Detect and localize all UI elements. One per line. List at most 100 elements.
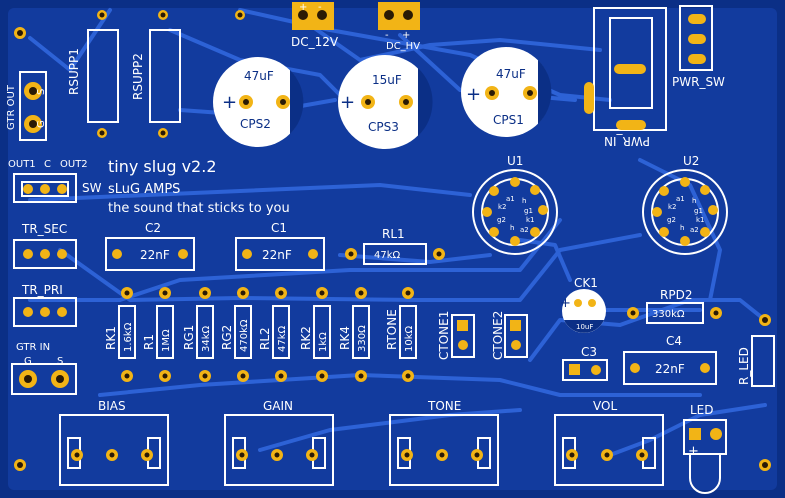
svg-text:TONE: TONE: [427, 399, 461, 413]
svg-text:RPD2: RPD2: [660, 288, 692, 302]
svg-text:RG1: RG1: [182, 325, 196, 350]
svg-text:+: +: [560, 296, 571, 311]
svg-text:+: +: [222, 92, 237, 113]
svg-text:22nF: 22nF: [262, 248, 292, 262]
svg-text:CPS3: CPS3: [368, 120, 399, 134]
svg-text:+: +: [688, 444, 699, 459]
rl1-resistor: RL1 47kΩ: [345, 227, 445, 265]
pots: BIAS GAIN TONE VOL: [59, 399, 664, 486]
copper-pour: [8, 8, 777, 490]
svg-text:GTR IN: GTR IN: [16, 342, 50, 353]
svg-text:GTR OUT: GTR OUT: [6, 84, 17, 130]
svg-text:k2: k2: [498, 203, 507, 211]
svg-text:+: +: [402, 30, 410, 41]
pot-gain: GAIN: [224, 399, 334, 486]
svg-text:PWR_SW: PWR_SW: [672, 75, 725, 89]
c3-capacitor: C3: [562, 345, 608, 381]
svg-text:SW: SW: [82, 181, 102, 195]
svg-text:h: h: [522, 197, 526, 205]
resistor-rk4: 330Ω RK4: [338, 287, 370, 382]
pot-bias: BIAS: [59, 399, 169, 486]
svg-text:RK1: RK1: [104, 326, 118, 350]
rsupp2: RSUPP2: [131, 29, 181, 123]
svg-text:47uF: 47uF: [244, 69, 274, 83]
svg-text:C2: C2: [145, 221, 161, 235]
cps1-capacitor: + 47uF CPS1: [461, 47, 552, 137]
dc-hv-connector: - + DC_HV: [378, 2, 420, 52]
svg-text:C4: C4: [666, 334, 682, 348]
svg-text:1MΩ: 1MΩ: [161, 329, 172, 352]
dc-12v-label: DC_12V: [291, 35, 339, 49]
c2-capacitor: C2 22nF: [105, 221, 195, 271]
svg-text:k1: k1: [696, 216, 705, 224]
resistor-rg2: 470kΩ RG2: [220, 287, 252, 382]
svg-text:+: +: [299, 2, 307, 13]
svg-text:+: +: [466, 84, 481, 105]
svg-text:1kΩ: 1kΩ: [318, 332, 329, 352]
svg-text:+: +: [340, 92, 355, 113]
svg-text:-: -: [318, 2, 322, 13]
svg-text:a2: a2: [520, 226, 529, 234]
svg-text:G: G: [36, 120, 47, 128]
pwr-sw-connector: PWR_SW: [672, 5, 725, 89]
svg-text:g2: g2: [497, 216, 506, 224]
svg-text:CK1: CK1: [574, 276, 598, 290]
svg-text:1.6kΩ: 1.6kΩ: [123, 322, 134, 352]
svg-text:S: S: [36, 89, 47, 95]
svg-text:34kΩ: 34kΩ: [201, 325, 212, 352]
svg-text:h: h: [510, 224, 514, 232]
svg-text:U2: U2: [683, 154, 699, 168]
svg-text:RG2: RG2: [220, 325, 234, 350]
svg-text:330Ω: 330Ω: [357, 325, 368, 352]
svg-text:RTONE: RTONE: [385, 309, 399, 350]
dc-hv-label: DC_HV: [386, 41, 420, 52]
gtr-out-connector: GTR OUT S G: [6, 71, 47, 141]
svg-text:GAIN: GAIN: [263, 399, 293, 413]
svg-text:G: G: [24, 356, 32, 367]
r-led-resistor: R_LED: [737, 335, 775, 387]
svg-text:470kΩ: 470kΩ: [239, 319, 250, 352]
svg-text:10uF: 10uF: [576, 323, 593, 331]
svg-text:47kΩ: 47kΩ: [277, 325, 288, 352]
svg-text:g2: g2: [667, 216, 676, 224]
board-title: tiny slug v2.2: [108, 157, 217, 176]
svg-text:47kΩ: 47kΩ: [374, 250, 401, 261]
svg-text:g1: g1: [524, 207, 533, 215]
svg-text:RSUPP2: RSUPP2: [131, 53, 145, 100]
gtr-in-connector: GTR IN G S: [11, 342, 77, 395]
sw-header: OUT1 C OUT2 SW: [8, 159, 102, 203]
svg-text:RSUPP1: RSUPP1: [67, 48, 81, 95]
svg-text:h: h: [680, 224, 684, 232]
svg-text:TR_SEC: TR_SEC: [21, 222, 67, 236]
svg-text:VOL: VOL: [593, 399, 617, 413]
board-branding: tiny slug v2.2 sLuG AMPS the sound that …: [108, 157, 290, 216]
rpd2-resistor: RPD2 330kΩ: [627, 288, 722, 324]
ctone1-capacitor: CTONE1: [437, 311, 475, 360]
mounting-holes: [14, 10, 771, 471]
pwr-in-jack: PWR_IN: [584, 7, 667, 148]
svg-text:CTONE1: CTONE1: [437, 311, 451, 360]
led: LED +: [683, 403, 727, 494]
board-tagline: the sound that sticks to you: [108, 201, 290, 216]
board-brand: sLuG AMPS: [108, 182, 180, 197]
svg-text:BIAS: BIAS: [98, 399, 126, 413]
svg-text:a2: a2: [690, 226, 699, 234]
svg-text:CPS2: CPS2: [240, 117, 271, 131]
svg-text:LED: LED: [690, 403, 714, 417]
pot-vol: VOL: [554, 399, 664, 486]
svg-text:RK4: RK4: [338, 326, 352, 350]
svg-text:k2: k2: [668, 203, 677, 211]
svg-text:S: S: [57, 356, 63, 367]
svg-text:22nF: 22nF: [140, 248, 170, 262]
c4-capacitor: C4 22nF: [623, 334, 717, 385]
resistor-rk1: 1.6kΩ RK1: [104, 287, 136, 382]
cps2-capacitor: + 47uF CPS2: [213, 57, 304, 147]
svg-text:OUT2: OUT2: [60, 159, 88, 170]
tr-pri-header: TR_PRI: [13, 283, 77, 327]
svg-text:g1: g1: [694, 207, 703, 215]
